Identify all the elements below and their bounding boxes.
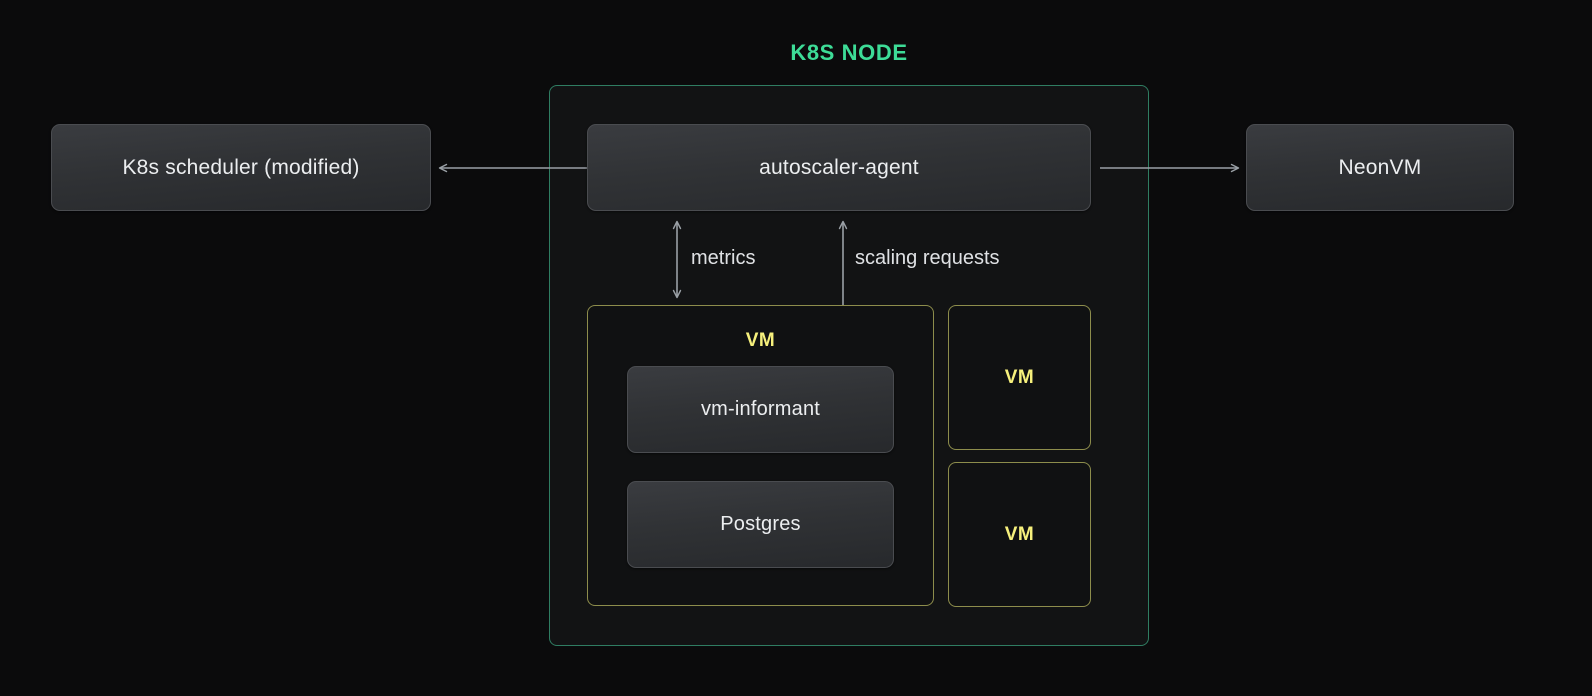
node-vm-informant[interactable]: vm-informant — [627, 366, 894, 453]
connector-label-metrics: metrics — [691, 247, 756, 269]
node-autoscaler-agent[interactable]: autoscaler-agent — [587, 124, 1091, 211]
vm-side-1-container[interactable]: VM — [948, 305, 1091, 450]
vm-side-1-label: VM — [1004, 366, 1035, 388]
vm-main-label: VM — [745, 330, 776, 351]
node-postgres[interactable]: Postgres — [627, 481, 894, 568]
node-neonvm[interactable]: NeonVM — [1246, 124, 1514, 211]
page-title: K8S NODE — [790, 40, 908, 65]
vm-side-2-container[interactable]: VM — [948, 462, 1091, 607]
connector-label-scaling-requests: scaling requests — [855, 247, 1000, 269]
node-k8s-scheduler[interactable]: K8s scheduler (modified) — [51, 124, 431, 211]
vm-side-2-label: VM — [1004, 523, 1035, 545]
